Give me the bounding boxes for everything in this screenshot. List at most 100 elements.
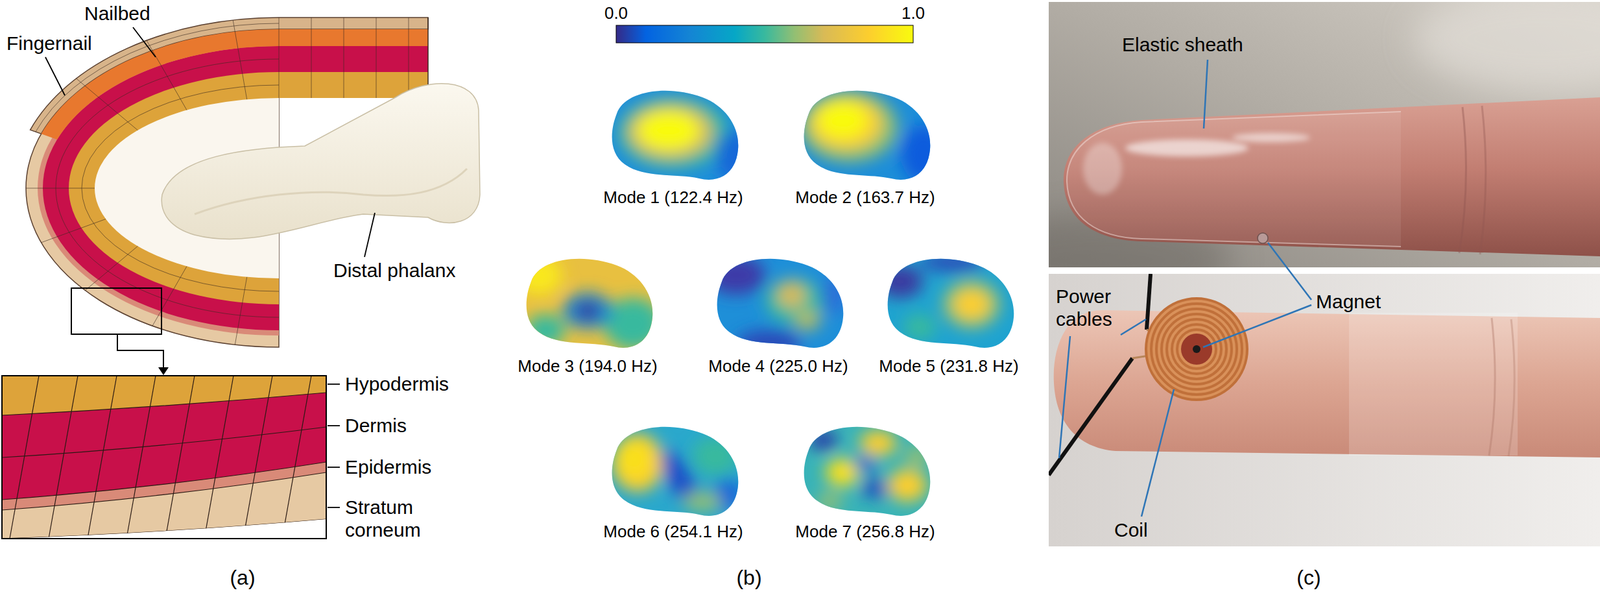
power-cable [1146,273,1151,330]
photo-sheath [1459,107,1466,253]
mode-shape [903,313,936,340]
leader-line [45,27,375,508]
photo-sheath [1480,105,1486,255]
part-label: Fingernail [6,32,93,56]
mode-shape [611,433,745,513]
mode-shape [706,249,847,357]
mode-shape [736,330,801,357]
mode-shape [605,81,755,185]
inset-frame [1,375,327,539]
mode-shape [816,492,843,511]
part-label: Power cables [1055,285,1131,331]
photo-coil [1053,310,1600,458]
zoom-arrow-head [158,367,169,375]
mode-label: Mode 6 (254.1 Hz) [603,522,743,542]
mesh-lines [234,276,247,345]
mesh-lines [84,245,138,290]
mode-shape [706,255,847,357]
coil [1151,303,1242,395]
coil [1166,319,1227,379]
mode-shape [797,417,934,521]
mesh-lines [232,20,248,100]
mesh-lines [146,40,187,110]
mesh-lines [1,461,327,500]
mode-label: Mode 1 (122.4 Hz) [603,188,743,208]
photo-sheath [1125,139,1249,157]
mode-label: Mode 3 (194.0 Hz) [517,356,657,377]
mode-shape [853,455,877,472]
leader-line [1059,335,1071,458]
colorbar [616,25,914,43]
mode-label: Mode 7 (256.8 Hz) [795,522,935,542]
fingertip-model [25,17,480,375]
part-label: Distal phalanx [333,259,456,283]
coil [1161,313,1232,384]
mesh-lines [1,392,327,416]
mode-shape [887,468,927,502]
mode-shape [859,429,897,456]
photo-sheath [1048,1,1600,268]
mode-shape [810,97,882,150]
power-cable [1048,358,1133,475]
colorbar-tick: 1.0 [901,3,925,24]
mesh-lines [243,375,273,539]
zoom-region [71,287,162,335]
mode-shape [525,313,565,347]
dermis-layer [1,392,327,539]
coil [1146,298,1248,400]
mesh-lines [152,265,187,326]
leader-line [327,383,340,385]
dermis-layer [278,46,429,72]
mesh-lines [343,17,345,98]
mode-label: Mode 5 (231.8 Hz) [878,356,1019,377]
mode-shape [575,302,600,320]
mode-shape [800,90,898,163]
magnet [1192,345,1201,353]
mode-shape [808,429,931,511]
part-label: Magnet [1315,290,1381,314]
leader-line [1203,304,1312,347]
leader-line [45,57,65,96]
part-label: Coil [1114,518,1148,542]
mesh-lines [126,375,156,539]
mesh-lines [87,375,117,539]
mode-shape [715,129,755,182]
mode-shape [919,252,985,272]
mode-shape [797,81,947,185]
mode-shape [877,252,1001,340]
mesh-lines [376,17,377,98]
coil-core [1181,333,1213,365]
hypodermis-layer [1,375,327,539]
leader-line [1141,389,1174,517]
mode-shape [797,417,934,521]
part-label: Nailbed [84,2,151,26]
leader-line [1120,319,1147,335]
mode-shape [706,255,766,295]
photo-coil [1349,312,1518,456]
mode-shape [562,292,613,329]
photo-coil [1048,273,1600,547]
photo-coil [1048,273,1600,547]
mesh-lines [48,375,78,539]
bone-shading [194,168,467,215]
mesh-lines [204,375,234,539]
mode-shape [618,441,651,478]
leader-line [327,466,340,468]
mode-shape [953,288,990,320]
photo-coil [1489,317,1495,456]
mode-shape [605,81,755,185]
mode-shape [618,97,729,169]
mode-shape [877,249,1017,353]
leader-line [1267,242,1312,300]
mesh-lines [1,375,327,539]
mode-shape [611,433,664,492]
layer-inset [1,375,327,539]
mesh-lines [41,219,107,243]
panel-label: (b) [736,565,762,590]
layer-label: Stratum corneum [345,496,475,541]
mode-shape [904,445,931,467]
mode-shape [794,310,821,331]
mesh-lines [76,78,139,131]
coil [1177,329,1217,369]
